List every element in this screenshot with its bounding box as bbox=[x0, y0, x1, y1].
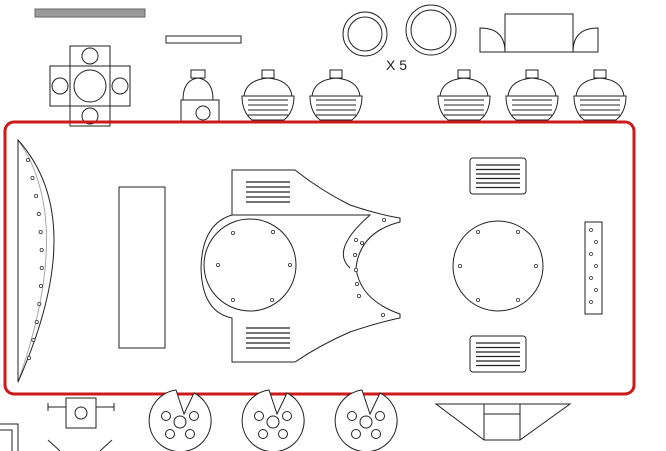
mount-hole bbox=[534, 263, 539, 268]
mount-hole bbox=[359, 240, 364, 245]
mount-hole bbox=[353, 237, 358, 242]
mount-hole bbox=[589, 300, 593, 304]
gear-row bbox=[148, 389, 398, 451]
mount-hole bbox=[457, 263, 462, 268]
motor-row bbox=[241, 69, 627, 121]
motor-part bbox=[241, 69, 295, 121]
mount-hole bbox=[269, 297, 274, 302]
motor-part bbox=[573, 69, 627, 121]
grey-bar bbox=[34, 8, 146, 18]
mount-hole bbox=[37, 301, 42, 306]
mount-hole bbox=[39, 265, 44, 270]
mount-hole bbox=[215, 262, 220, 267]
corner-fragment bbox=[0, 423, 19, 451]
mount-hole bbox=[38, 229, 43, 234]
gear-part bbox=[148, 389, 212, 451]
mount-hole bbox=[34, 319, 39, 324]
top-bracket bbox=[479, 13, 599, 53]
motor-part bbox=[180, 69, 220, 123]
side-strip bbox=[584, 221, 603, 315]
mount-hole bbox=[230, 297, 235, 302]
mount-hole bbox=[475, 297, 480, 302]
motor-part bbox=[437, 69, 491, 121]
selection-frame[interactable] bbox=[3, 120, 636, 396]
mount-hole bbox=[516, 297, 521, 302]
quantity-label: X 5 bbox=[386, 57, 407, 73]
gear-part bbox=[241, 389, 305, 451]
rectangle-panel bbox=[118, 186, 166, 349]
thin-strip bbox=[165, 35, 242, 44]
motor-part bbox=[505, 69, 559, 121]
mount-hole bbox=[516, 229, 521, 234]
motor-part bbox=[309, 69, 363, 121]
mount-hole bbox=[594, 240, 598, 244]
round-plate bbox=[452, 220, 544, 312]
mount-hole bbox=[594, 288, 598, 292]
ring-part bbox=[405, 4, 457, 56]
cross-mount-plate bbox=[49, 45, 131, 127]
mount-hole bbox=[381, 217, 386, 222]
vent-plate-top bbox=[469, 157, 527, 195]
mount-hole bbox=[38, 283, 43, 288]
gear-part bbox=[334, 389, 398, 451]
mount-hole bbox=[475, 229, 480, 234]
mount-hole bbox=[589, 276, 593, 280]
mount-hole bbox=[26, 157, 31, 162]
mount-hole bbox=[36, 211, 41, 216]
mount-hole bbox=[352, 252, 357, 257]
mount-hole bbox=[353, 267, 358, 272]
mount-hole bbox=[589, 252, 593, 256]
small-mount-bracket bbox=[47, 397, 115, 451]
mount-hole bbox=[594, 264, 598, 268]
center-body-plate bbox=[200, 169, 401, 363]
mount-hole bbox=[589, 228, 593, 232]
mount-hole bbox=[31, 337, 36, 342]
trapezoid-bracket bbox=[434, 403, 572, 441]
vent-plate-bottom bbox=[469, 335, 527, 373]
ring-part bbox=[342, 11, 388, 57]
mount-hole bbox=[356, 293, 361, 298]
mount-hole bbox=[27, 355, 32, 360]
mount-hole bbox=[354, 281, 359, 286]
mount-hole bbox=[380, 312, 385, 317]
mount-hole bbox=[287, 262, 292, 267]
mount-hole bbox=[34, 193, 39, 198]
mount-hole bbox=[39, 247, 44, 252]
mount-hole bbox=[230, 230, 235, 235]
mount-hole bbox=[30, 175, 35, 180]
curved-wing-panel bbox=[17, 138, 55, 383]
mount-hole bbox=[270, 229, 275, 234]
